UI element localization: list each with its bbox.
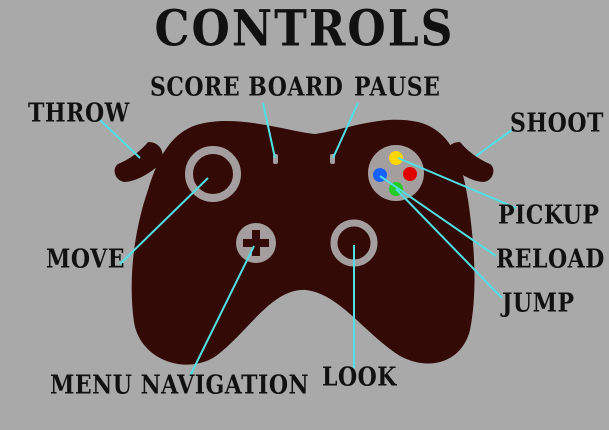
move-leader [119, 177, 209, 265]
pickup-leader [397, 157, 517, 209]
throw-label: THROW [28, 98, 130, 129]
jump-leader [395, 188, 503, 299]
leader-lines [97, 102, 517, 377]
menu-navigation-label: MENU NAVIGATION [50, 370, 310, 401]
left-bumper[interactable] [114, 142, 163, 182]
gamepad-body [131, 119, 475, 365]
score-board-leader [262, 102, 276, 159]
pause-leader [332, 102, 359, 159]
menu-navigation-leader [189, 245, 255, 377]
jump-label: JUMP [502, 288, 575, 319]
reload-label: RELOAD [496, 244, 605, 275]
shoot-label: SHOOT [510, 108, 604, 139]
pause-label: PAUSE [354, 72, 441, 103]
look-label: LOOK [322, 362, 397, 393]
pickup-label: PICKUP [498, 200, 600, 231]
page-title: CONTROLS [154, 0, 455, 59]
throw-leader [97, 117, 141, 159]
face-button-yellow[interactable] [389, 151, 403, 165]
dpad-cross-icon[interactable] [243, 230, 269, 256]
left-stick[interactable] [185, 146, 241, 202]
shoot-leader [475, 129, 513, 157]
score-board-label: SCORE BOARD [150, 72, 344, 103]
face-button-red[interactable] [403, 167, 417, 181]
reload-leader [379, 175, 497, 257]
right-bumper[interactable] [445, 142, 494, 182]
move-label: MOVE [46, 244, 125, 275]
face-button-pad [368, 145, 424, 201]
